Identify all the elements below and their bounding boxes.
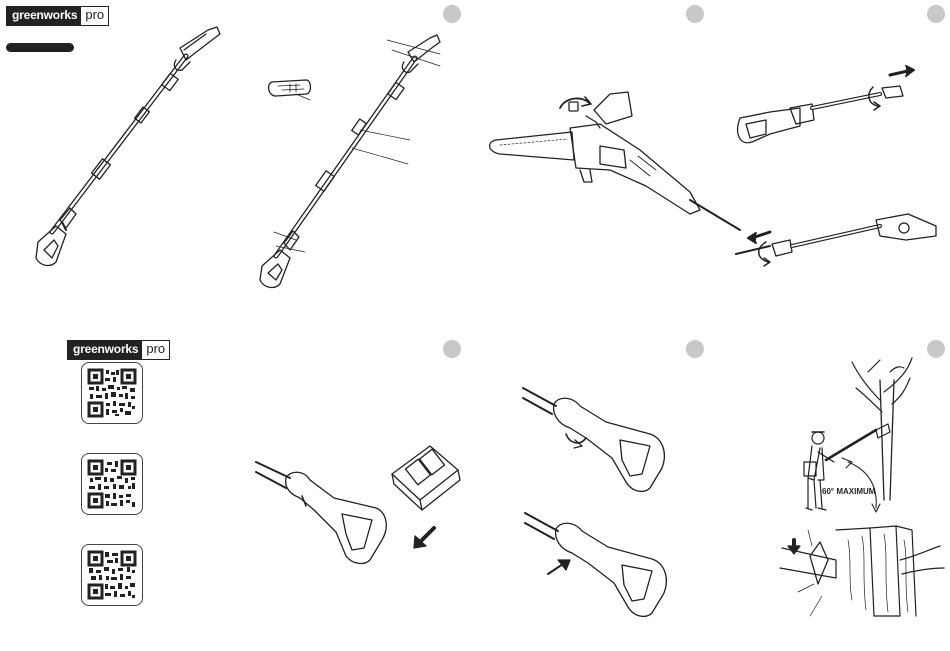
saw-head-oil — [490, 92, 740, 230]
pole-saw-parts — [260, 35, 440, 287]
angle-label: 60° MAXIMUM — [822, 487, 875, 496]
switch-operation — [523, 388, 666, 616]
pole-saw-overview — [36, 27, 220, 265]
pole-assembly — [736, 66, 936, 266]
battery-insert — [256, 446, 460, 563]
